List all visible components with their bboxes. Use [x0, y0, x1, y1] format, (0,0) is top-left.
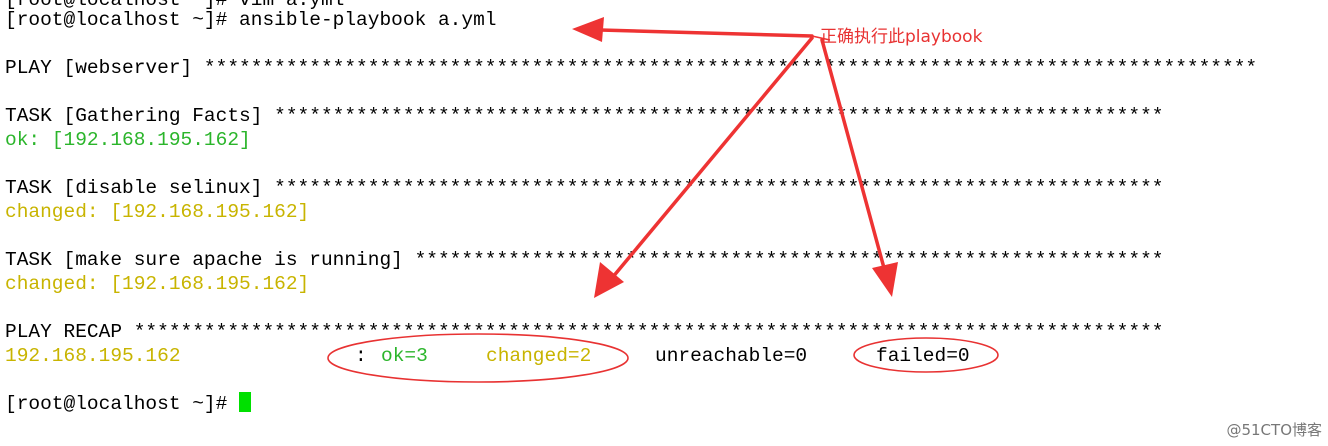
arrow-to-command: [572, 17, 814, 42]
task-result-changed: changed: [192.168.195.162]: [5, 273, 310, 295]
command-line: [root@localhost ~]# ansible-playbook a.y…: [5, 9, 497, 31]
recap-failed: failed=0: [876, 345, 970, 367]
task-result-ok: ok: [192.168.195.162]: [5, 129, 251, 151]
partial-command-line: [root@localhost ~]# vim a.yml: [5, 0, 345, 11]
recap-separator: :: [355, 345, 379, 367]
task-header-apache: TASK [make sure apache is running] *****…: [5, 249, 1164, 271]
recap-changed: changed=2: [486, 345, 592, 367]
task-header-disable-selinux: TASK [disable selinux] *****************…: [5, 177, 1164, 199]
shell-prompt[interactable]: [root@localhost ~]#: [5, 392, 252, 416]
task-header-gathering-facts: TASK [Gathering Facts] *****************…: [5, 105, 1164, 127]
play-header: PLAY [webserver] ***********************…: [5, 57, 1258, 79]
annotation-label: 正确执行此playbook: [820, 27, 983, 47]
task-result-changed: changed: [192.168.195.162]: [5, 201, 310, 223]
prompt-text: [root@localhost ~]#: [5, 393, 240, 415]
recap-header: PLAY RECAP *****************************…: [5, 321, 1164, 343]
text-cursor: [239, 392, 252, 412]
watermark: @51CTO博客: [1226, 421, 1322, 439]
recap-unreachable: unreachable=0: [655, 345, 808, 367]
recap-host: 192.168.195.162: [5, 345, 181, 367]
recap-ok: ok=3: [381, 345, 428, 367]
